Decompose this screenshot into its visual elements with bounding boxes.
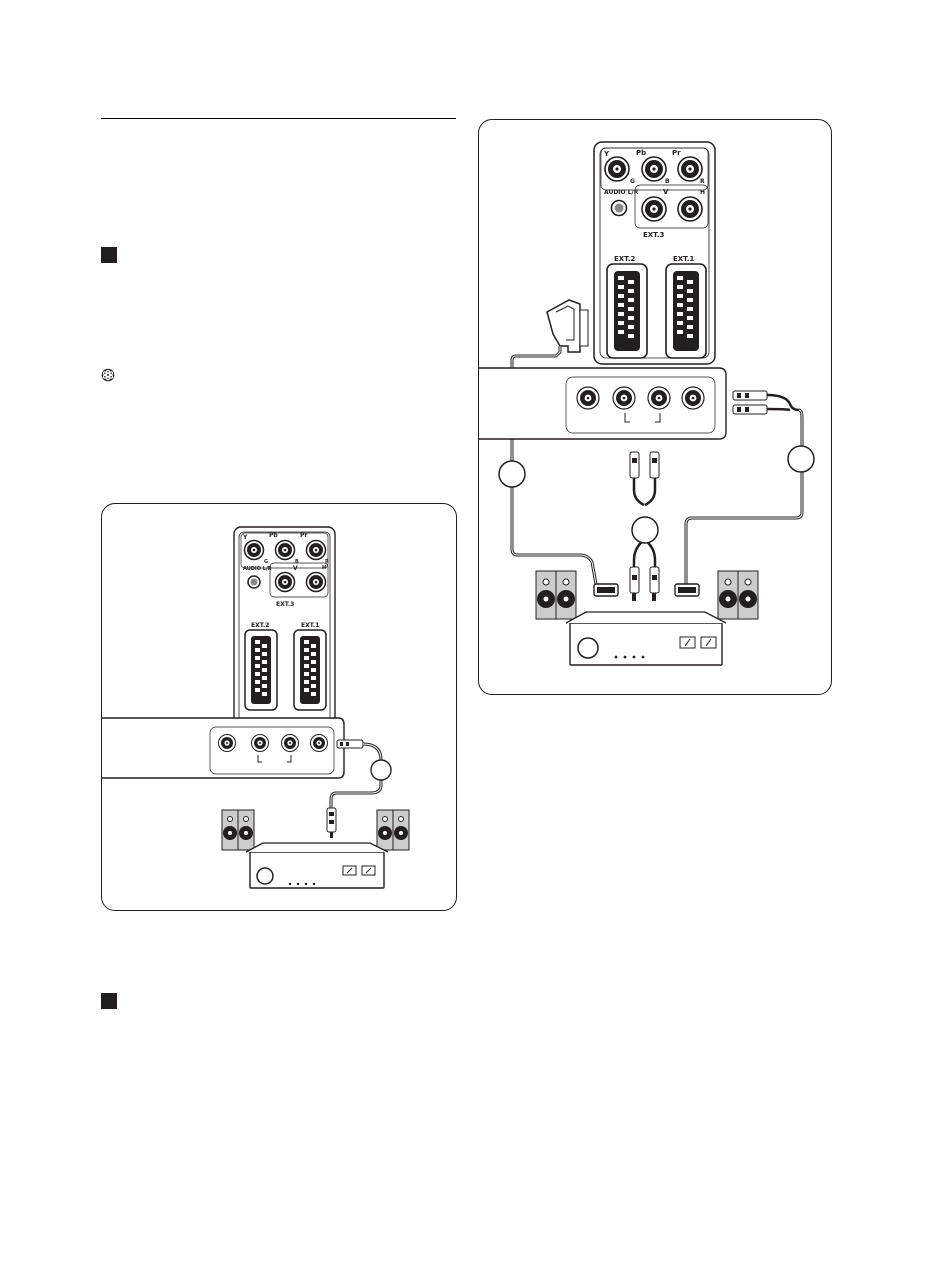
connector-label-ext3: EXT.3 [643, 231, 665, 239]
connector-label-ext2: EXT.2 [614, 255, 636, 263]
connector-label-ext2: EXT.2 [251, 622, 270, 629]
connector-label-pb: Pb [269, 532, 278, 539]
connector-label-b: B [665, 178, 670, 185]
connector-label-h: H [322, 565, 327, 571]
connector-label-h: H [700, 189, 706, 196]
connector-label-pr: Pr [672, 149, 681, 157]
connector-label-audio: AUDIO L/R [243, 566, 272, 572]
tip-gear-icon [101, 367, 115, 386]
connector-label-v: V [293, 565, 298, 572]
section-rule [101, 118, 456, 119]
connector-label-r: R [700, 178, 705, 185]
connector-label-ext1: EXT.1 [673, 255, 695, 263]
connector-label-pr: Pr [300, 532, 308, 539]
connector-label-y: Y [604, 150, 610, 158]
connector-label-v: V [663, 188, 669, 196]
connector-label-y: Y [243, 534, 248, 541]
connector-label-pb: Pb [636, 149, 647, 157]
connector-label-g: G [264, 559, 269, 565]
connector-label-r: R [325, 559, 329, 565]
connector-label-b: B [295, 559, 299, 565]
square-bullet-icon [101, 247, 117, 263]
square-bullet-icon [101, 993, 117, 1009]
connector-label-g: G [630, 178, 635, 185]
connector-label-audio: AUDIO L/R [604, 189, 639, 196]
connector-label-ext1: EXT.1 [301, 622, 320, 629]
connector-label-ext3: EXT.3 [276, 601, 295, 608]
